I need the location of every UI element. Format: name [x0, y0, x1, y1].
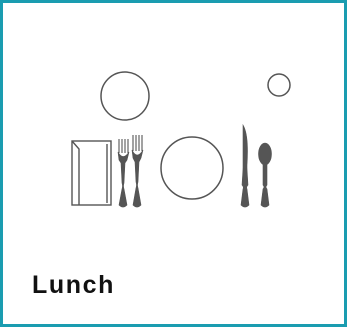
fork-icon — [132, 135, 143, 207]
fork-icon — [118, 139, 129, 207]
napkin-icon — [72, 141, 111, 205]
card-title: Lunch — [32, 273, 115, 298]
glass-icon — [268, 74, 290, 96]
dinner-plate-icon — [161, 137, 223, 199]
spoon-icon — [259, 143, 272, 207]
table-setting-illustration — [3, 3, 344, 253]
knife-icon — [241, 125, 249, 207]
bread-plate-icon — [101, 72, 149, 120]
